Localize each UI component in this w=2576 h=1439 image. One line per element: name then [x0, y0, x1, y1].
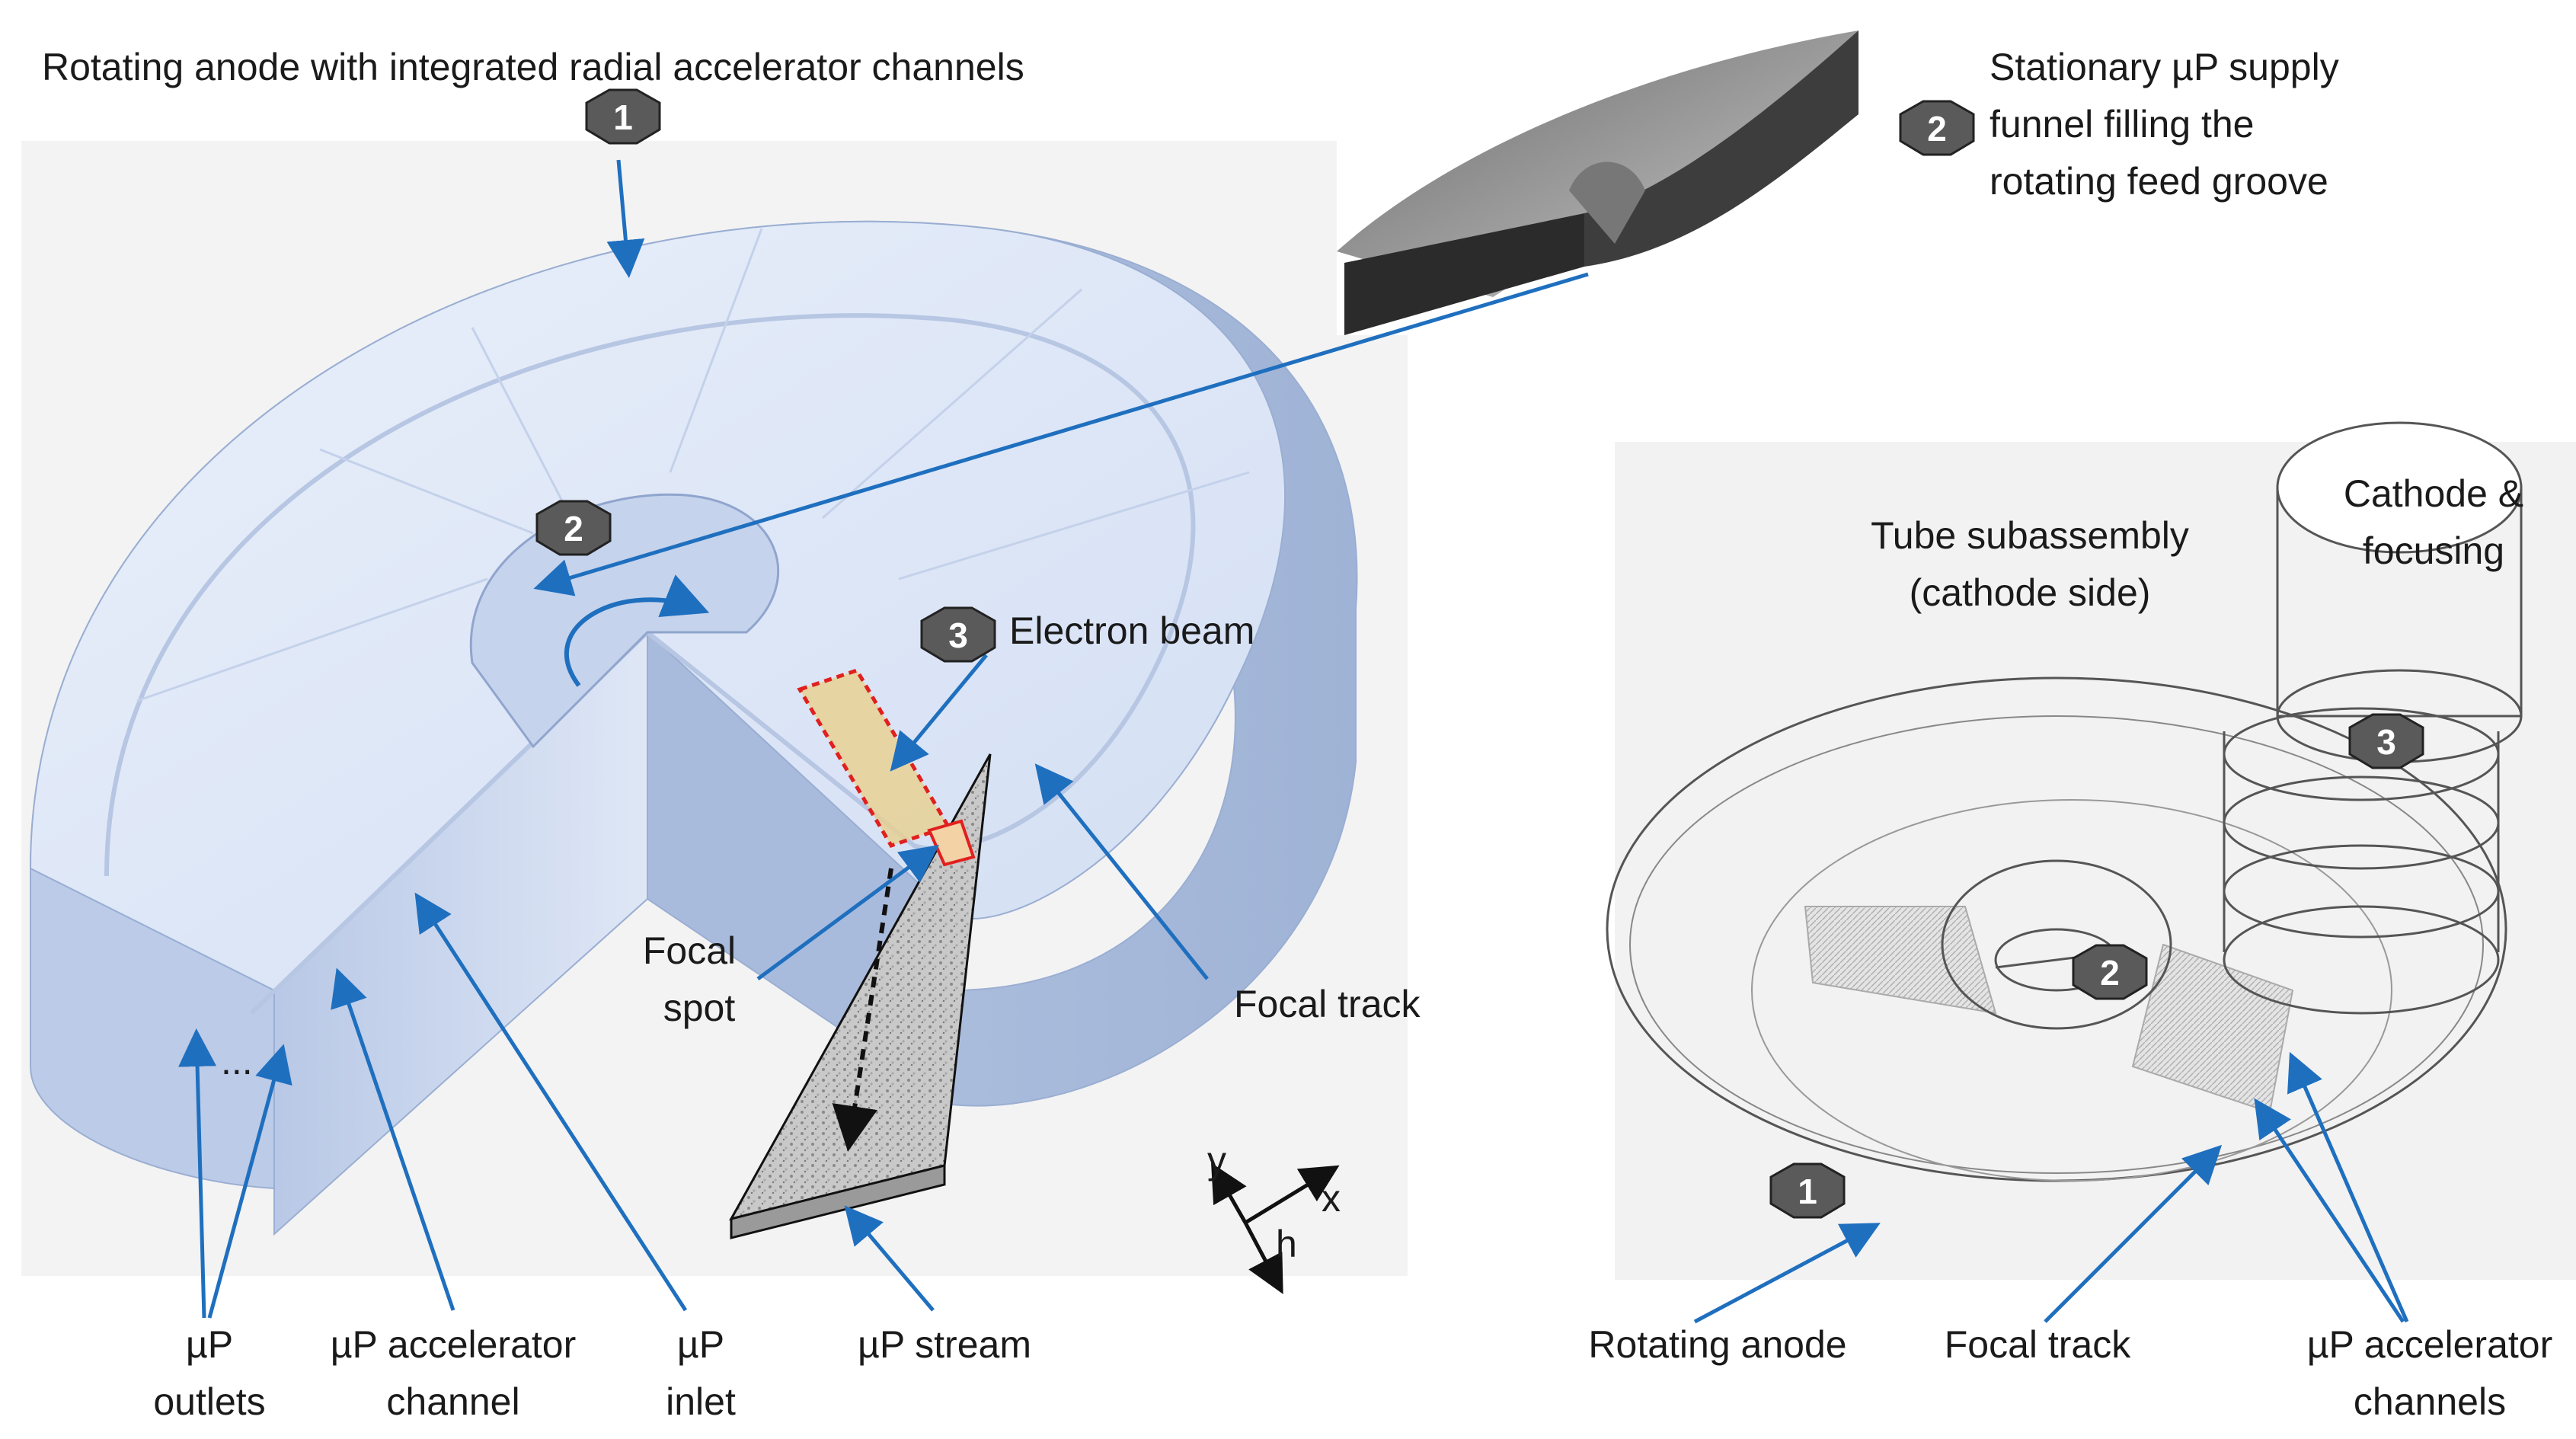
- svg-text:µP accelerator: µP accelerator: [2307, 1323, 2553, 1366]
- svg-text:2: 2: [2100, 953, 2120, 993]
- axis-labels: y x h: [1207, 1139, 1341, 1265]
- svg-text:Focal: Focal: [643, 929, 736, 972]
- leader-lines: [178, 159, 2409, 1324]
- svg-text:1: 1: [1798, 1172, 1817, 1211]
- svg-text:2: 2: [564, 509, 583, 548]
- ellipsis-marker: ...: [221, 1040, 253, 1082]
- tube-subassembly-label: Tube subassembly (cathode side): [1871, 514, 2189, 614]
- badge-2-right: 2: [2072, 944, 2148, 1000]
- svg-text:inlet: inlet: [666, 1380, 736, 1423]
- svg-text:focusing: focusing: [2363, 529, 2504, 572]
- svg-text:x: x: [1322, 1177, 1341, 1220]
- svg-text:rotating feed groove: rotating feed groove: [1990, 160, 2328, 203]
- badge-1-right: 1: [1769, 1162, 1846, 1219]
- focal-track-right-label: Focal track: [1945, 1323, 2132, 1366]
- cathode-focusing-label: Cathode & focusing: [2344, 472, 2523, 572]
- svg-text:3: 3: [948, 616, 968, 655]
- badge-1-left: 1: [585, 88, 661, 145]
- svg-text:1: 1: [613, 98, 633, 137]
- up-inlet-label: µP inlet: [666, 1323, 736, 1423]
- main-title: Rotating anode with integrated radial ac…: [42, 46, 1024, 88]
- inset-label: Stationary µP supply funnel filling the …: [1990, 46, 2339, 203]
- electron-beam-label: Electron beam: [1009, 609, 1254, 652]
- up-outlets-label: µP outlets: [153, 1323, 265, 1423]
- svg-text:(cathode side): (cathode side): [1910, 571, 2151, 614]
- svg-text:channel: channel: [386, 1380, 519, 1423]
- svg-text:Tube subassembly: Tube subassembly: [1871, 514, 2189, 557]
- electron-beam-box: [797, 667, 976, 867]
- svg-text:Stationary µP supply: Stationary µP supply: [1990, 46, 2339, 88]
- right-panel-background: [1615, 442, 2576, 1280]
- focal-spot-label: Focal spot: [643, 929, 736, 1029]
- focal-track-label: Focal track: [1234, 983, 1421, 1025]
- svg-text:channels: channels: [2354, 1380, 2506, 1423]
- svg-text:µP: µP: [677, 1323, 724, 1366]
- rotating-anode-label: Rotating anode: [1588, 1323, 1846, 1366]
- svg-text:h: h: [1276, 1223, 1297, 1265]
- badge-2-left: 2: [535, 500, 612, 556]
- axis-triad: [1211, 1162, 1340, 1294]
- svg-text:outlets: outlets: [153, 1380, 265, 1423]
- svg-text:3: 3: [2376, 722, 2396, 762]
- svg-text:spot: spot: [663, 987, 736, 1029]
- badge-3-left: 3: [920, 606, 996, 663]
- accelerator-channels-label: µP accelerator channels: [2307, 1323, 2553, 1423]
- svg-text:µP: µP: [186, 1323, 233, 1366]
- svg-text:µP accelerator: µP accelerator: [331, 1323, 577, 1366]
- svg-text:y: y: [1207, 1139, 1226, 1182]
- up-stream-label: µP stream: [858, 1323, 1031, 1366]
- svg-text:funnel filling the: funnel filling the: [1990, 103, 2254, 145]
- svg-text:2: 2: [1927, 109, 1947, 149]
- inset-funnel-render: [1337, 23, 1858, 335]
- tube-subassembly-wireframe: [1606, 421, 2523, 1182]
- up-accelerator-channel-label: µP accelerator channel: [331, 1323, 577, 1423]
- badge-2-inset: 2: [1899, 100, 1975, 156]
- svg-text:Cathode &: Cathode &: [2344, 472, 2523, 515]
- badge-3-right: 3: [2348, 713, 2424, 769]
